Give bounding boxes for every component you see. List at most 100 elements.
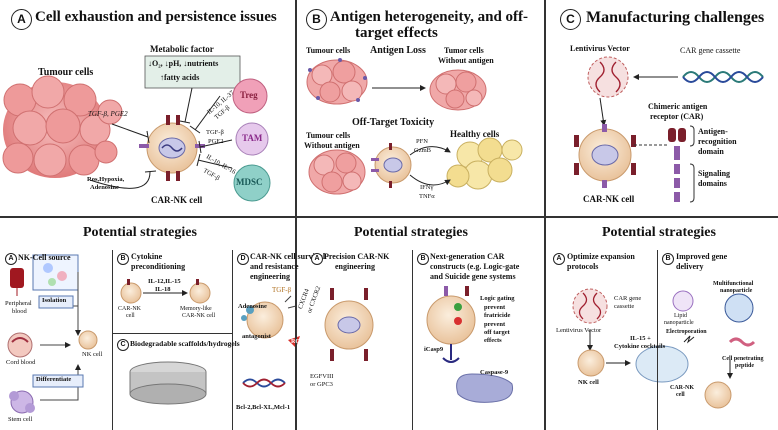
hydrogel-dish xyxy=(129,361,207,405)
metabolic-line1: ↓O₂, ↓pH, ↓nutrients xyxy=(148,59,219,68)
nextgen-title-1: Next-generation CAR xyxy=(430,252,505,261)
bcl-dna xyxy=(242,378,286,388)
healthy-cells-label: Healthy cells xyxy=(450,129,500,139)
antigen-loss-label: Antigen Loss xyxy=(370,45,426,56)
multi-1: Multifunctional xyxy=(713,281,754,287)
nk-cell-label-aa: NK cell xyxy=(82,351,103,358)
lentivirus-vector xyxy=(587,56,629,98)
survival-title-1: CAR-NK cell survival xyxy=(250,252,326,261)
peripheral-1: Peripheral xyxy=(5,300,32,307)
precision-title-2: engineering xyxy=(335,262,375,271)
strategies-heading-a: Potential strategies xyxy=(83,225,197,240)
lentivirus-label: Lentivirus Vector xyxy=(570,44,630,53)
ros-label: Ros,Hypoxia, xyxy=(87,176,125,183)
antigen-rec-2: recognition xyxy=(698,137,737,146)
blood-bag xyxy=(10,268,24,296)
caspase9-label: Caspase-9 xyxy=(480,369,509,376)
signaling-1: Signaling xyxy=(698,169,731,178)
lipid-2: nanoparticle xyxy=(664,320,694,326)
nk-source-title: NK-Cell source xyxy=(18,253,71,262)
adenosine-label-d: Adenosine xyxy=(238,303,267,310)
scaffold-title: Biodegradable scaffolds/hydrogels xyxy=(130,339,240,348)
precondition-letter: B xyxy=(117,253,129,265)
prevent-1: prevent xyxy=(484,304,506,311)
panel-a-letter: A xyxy=(11,9,32,30)
nk-cell-product xyxy=(78,330,98,350)
sub-divider-a3 xyxy=(232,250,233,430)
nanoparticles xyxy=(672,290,756,347)
il15-label: IL-15 + xyxy=(630,335,651,342)
car-nk-pre-1: CAR-NK xyxy=(118,306,142,312)
differentiate-label: Differentiate xyxy=(36,376,72,383)
caspase-shape xyxy=(456,373,514,403)
mdsc-cell xyxy=(233,164,271,202)
peripheral-2: blood xyxy=(12,308,27,315)
isolation-box xyxy=(38,295,74,309)
expansion-title-1: Optimize expansion xyxy=(567,252,635,261)
multi-2: nanoparticle xyxy=(720,288,753,294)
penetrating-1: Cell penetrating xyxy=(722,356,764,362)
lentivirus-small-label: Lentivirus Vector xyxy=(556,327,602,334)
precision-title-1: Precision CAR-NK xyxy=(324,252,390,261)
sub-divider-c xyxy=(657,250,658,430)
nextgen-title-2: constructs (e.g. Logic-gate xyxy=(430,262,520,271)
cytokines-2: IL-18 xyxy=(155,286,171,293)
car-nk-cb-2: cell xyxy=(676,392,685,398)
cytokines-1: IL-12,IL-15 xyxy=(148,278,181,285)
metabolic-line2: ↑fatty acids xyxy=(160,73,200,82)
chimeric-2: receptor (CAR) xyxy=(650,112,704,121)
scaffold-letter: C xyxy=(117,339,129,351)
car-nk-pre-2: cell xyxy=(126,313,135,319)
survival-title-2: and resistance xyxy=(250,262,299,271)
vertical-divider-1 xyxy=(295,0,297,430)
antigen-rec-3: domain xyxy=(698,147,724,156)
car-nk-cell-c xyxy=(574,124,636,188)
tam-cell xyxy=(235,122,269,156)
without-antigen-b: Without antigen xyxy=(304,141,360,150)
delivery-letter: B xyxy=(662,253,674,265)
expansion-dish xyxy=(635,345,689,383)
tumor-without-1: Tumor cells xyxy=(444,46,484,55)
prevent-4: off target xyxy=(484,329,510,336)
ifng-label: IFNγ xyxy=(420,184,434,191)
inhibition-lines-a xyxy=(89,87,233,189)
car-structure xyxy=(668,125,695,203)
sub-divider-a2 xyxy=(112,333,232,334)
stem-cell-img xyxy=(9,390,35,414)
precondition-title-2: preconditioning xyxy=(131,262,186,271)
gene-cassette-label: CAR gene cassette xyxy=(680,46,741,55)
adenosine-label-a: Adenosine xyxy=(90,184,119,191)
off-target-label: Off-Target Toxicity xyxy=(352,117,435,128)
antigen-rec-1: Antigen- xyxy=(698,127,728,136)
tumor-without-2: Without antigen xyxy=(438,56,494,65)
survival-cell xyxy=(241,295,300,348)
logic-gate-cell xyxy=(426,286,476,363)
sub-divider-a1 xyxy=(112,250,113,430)
metabolic-box xyxy=(144,55,241,89)
differentiate-box xyxy=(32,374,84,388)
memory-like-2: CAR-NK cell xyxy=(182,313,216,319)
nk-cell-label-ca: NK cell xyxy=(578,379,599,386)
tgfb-label-2: TGF-β xyxy=(206,129,224,136)
memory-like-1: Memory-like xyxy=(180,306,212,312)
vertical-divider-2 xyxy=(544,0,546,430)
tumour-cluster-b2 xyxy=(429,69,487,111)
car-nk-cell-cb xyxy=(704,381,732,409)
nk-source-box xyxy=(32,254,79,291)
car-nk-label-a: CAR-NK cell xyxy=(151,195,203,205)
nextgen-title-3: and Suicide gene systems xyxy=(430,272,516,281)
delivery-title-1: Improved gene xyxy=(676,252,728,261)
panel-b-title-1: Antigen heterogeneity, and off- xyxy=(330,9,529,25)
antagonist-label: antagonist xyxy=(242,333,271,340)
nk-cell-c-bottom xyxy=(577,349,605,377)
stem-cell-label: Stem cell xyxy=(8,416,33,423)
car-nk-cb-1: CAR-NK xyxy=(670,385,694,391)
prevent-3: prevent xyxy=(484,321,506,328)
logic-gating-label: Logic gating xyxy=(480,295,515,302)
metabolic-factor-label: Metabolic factor xyxy=(150,44,214,54)
pfn-label: PFN xyxy=(416,138,428,145)
penetrating-2: peptide xyxy=(735,363,755,369)
nk-source-letter: A xyxy=(5,253,17,265)
treg-cell xyxy=(232,78,268,114)
panel-c-title: Manufacturing challenges xyxy=(586,9,765,26)
